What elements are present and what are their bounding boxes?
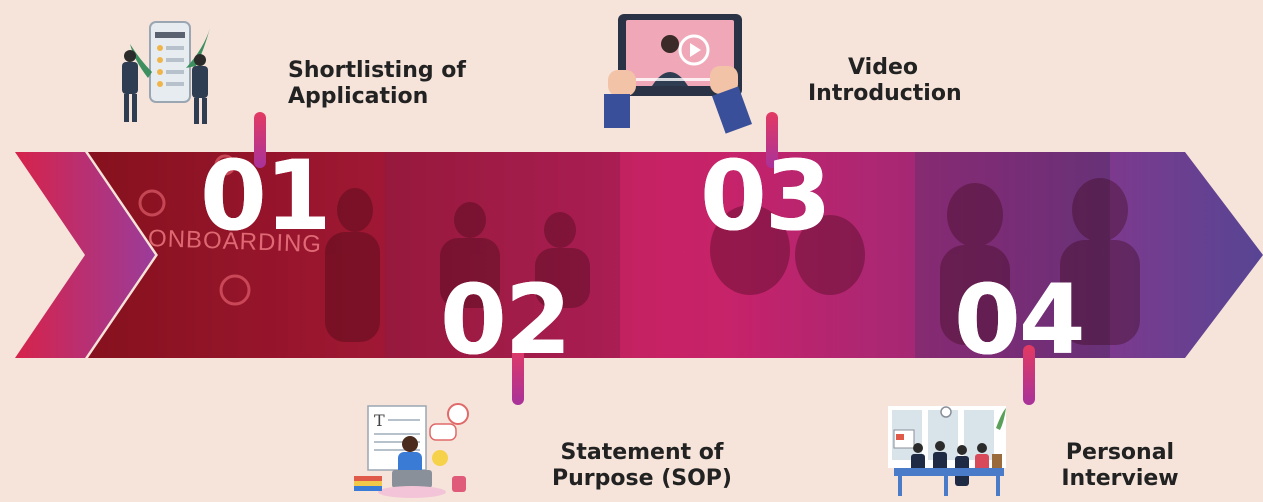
connector-02 (512, 345, 524, 405)
writing-sop-illustration: T (354, 403, 469, 498)
svg-text:T: T (374, 411, 385, 430)
step-title-03-line2: Introduction (808, 81, 962, 106)
step-number-02: 02 (440, 264, 572, 376)
step-title-01: Shortlisting of Application (288, 58, 466, 110)
step-title-02-line1: Statement of (560, 440, 724, 465)
connector-04 (1023, 345, 1035, 405)
gear-icons (138, 154, 251, 306)
photo-silhouettes (325, 178, 1140, 345)
step-title-03-line1: Video (848, 55, 918, 80)
connector-03 (766, 112, 778, 168)
step-title-02: Statement of Purpose (SOP) (552, 440, 732, 492)
connector-01 (254, 112, 266, 168)
step-number-01: 01 (200, 140, 332, 252)
candidates-phone-illustration (122, 21, 210, 124)
step-title-01-line1: Shortlisting of (288, 58, 466, 83)
video-tablet-illustration (604, 14, 752, 134)
step-title-03: Video Introduction (808, 55, 962, 107)
step-title-02-line2: Purpose (SOP) (552, 466, 732, 491)
step-title-04-line2: Interview (1061, 466, 1179, 491)
step-number-03: 03 (700, 140, 832, 252)
step-number-04: 04 (954, 264, 1086, 376)
interview-panel-illustration (888, 406, 1006, 496)
step-title-04-line1: Personal (1065, 440, 1175, 465)
step-title-04: Personal Interview (1060, 440, 1180, 492)
step-title-01-line2: Application (288, 84, 429, 109)
left-chevron (15, 152, 155, 358)
